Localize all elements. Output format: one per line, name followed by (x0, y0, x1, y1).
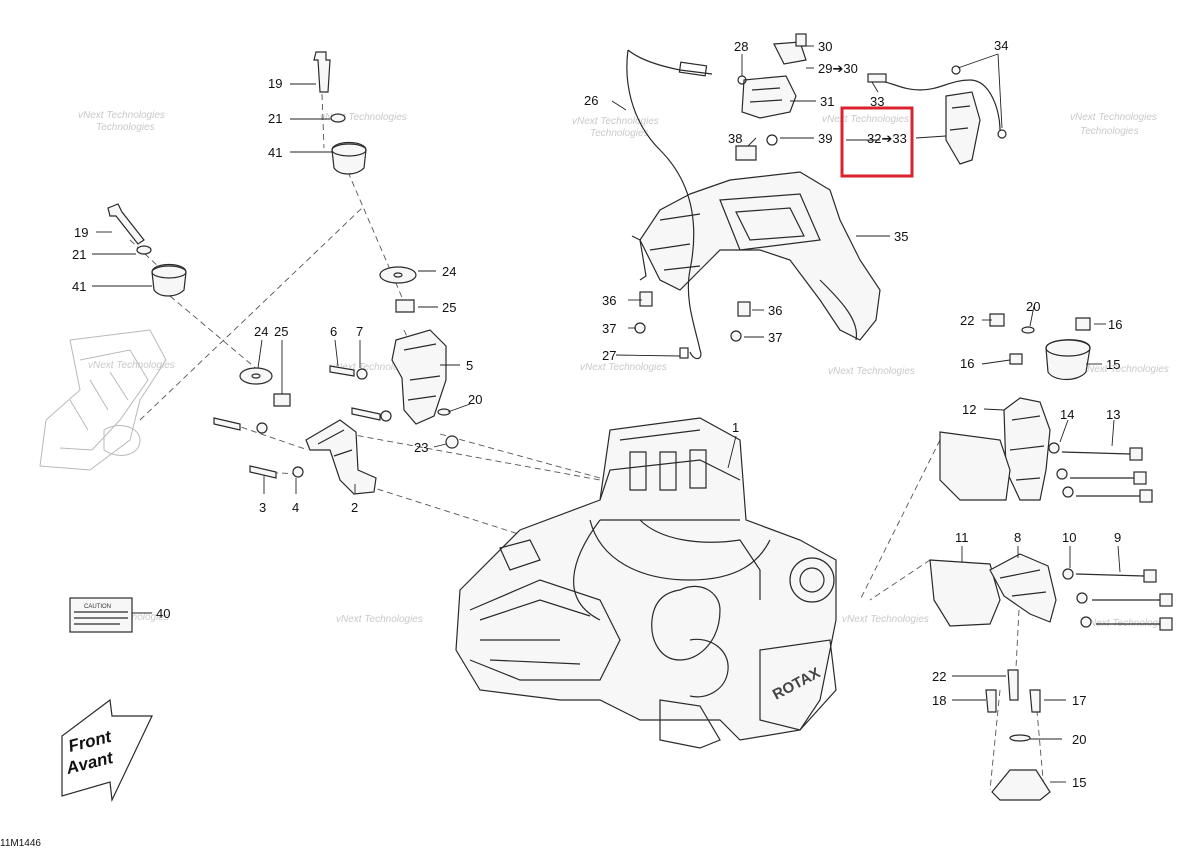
callout-1[interactable]: 1 (732, 420, 739, 435)
callout-26[interactable]: 26 (584, 93, 598, 108)
figure-id: 11M1446 (0, 838, 41, 848)
callout-28[interactable]: 28 (734, 39, 748, 54)
cable-26 (626, 49, 702, 360)
callout-40[interactable]: 40 (156, 606, 170, 621)
callout-30[interactable]: 30 (818, 39, 832, 54)
watermark: vNext Technologies (842, 614, 929, 625)
callout-9[interactable]: 9 (1114, 530, 1121, 545)
callout-36[interactable]: 36 (768, 303, 782, 318)
callout-24[interactable]: 24 (254, 324, 268, 339)
lower-mount-15 (985, 669, 1051, 801)
watermark: vNext Technologies (88, 360, 175, 371)
callout-8[interactable]: 8 (1014, 530, 1021, 545)
leader-lines (92, 45, 1121, 783)
bracket-12 (1003, 397, 1051, 501)
callout-12[interactable]: 12 (962, 402, 976, 417)
callout-4[interactable]: 4 (292, 500, 299, 515)
callout-29[interactable]: 29➔30 (818, 61, 858, 76)
sensor-32-33 (867, 65, 1007, 165)
callout-16[interactable]: 16 (960, 356, 974, 371)
callout-17[interactable]: 17 (1072, 693, 1086, 708)
watermark: Technologies (590, 128, 649, 139)
callout-15[interactable]: 15 (1106, 357, 1120, 372)
callout-32-33[interactable]: 32➔33 (867, 131, 907, 146)
watermark: vNext Technologies (572, 116, 659, 127)
callout-22[interactable]: 22 (932, 669, 946, 684)
callout-33[interactable]: 33 (870, 94, 884, 109)
callout-20[interactable]: 20 (1026, 299, 1040, 314)
bracket-35 (631, 171, 881, 341)
watermark: vNext Technologies (330, 362, 417, 373)
callout-25[interactable]: 25 (274, 324, 288, 339)
callout-35[interactable]: 35 (894, 229, 908, 244)
highlight-box (840, 106, 914, 178)
engine-assembly: ROTAX (455, 417, 837, 749)
callout-2[interactable]: 2 (351, 500, 358, 515)
watermark: vNext Technologies (320, 112, 407, 123)
callout-6[interactable]: 6 (330, 324, 337, 339)
caution-label-40: CAUTION (69, 597, 133, 633)
callout-7[interactable]: 7 (356, 324, 363, 339)
bracket-8 (989, 553, 1057, 623)
callout-36[interactable]: 36 (602, 293, 616, 308)
washers-24-25 (239, 266, 417, 407)
mount-right-15 (989, 313, 1091, 381)
watermark: vNext Technologies (1070, 112, 1157, 123)
callout-11[interactable]: 11 (955, 530, 969, 545)
callout-22[interactable]: 22 (960, 313, 974, 328)
callout-24[interactable]: 24 (442, 264, 456, 279)
callout-19[interactable]: 19 (74, 225, 88, 240)
callout-13[interactable]: 13 (1106, 407, 1120, 422)
callout-19[interactable]: 19 (268, 76, 282, 91)
clips-36-37 (634, 291, 751, 342)
plate-11 (929, 431, 1011, 627)
watermark: vNext Technologies (336, 614, 423, 625)
callout-31[interactable]: 31 (820, 94, 834, 109)
callout-38[interactable]: 38 (728, 131, 742, 146)
callout-23[interactable]: 23 (414, 440, 428, 455)
watermark: Technologies (1080, 126, 1139, 137)
front-arrow: Front Avant (61, 698, 153, 803)
callout-15[interactable]: 15 (1072, 775, 1086, 790)
callout-34[interactable]: 34 (994, 38, 1008, 53)
watermark: vNext Technologies (1082, 364, 1169, 375)
callout-37[interactable]: 37 (602, 321, 616, 336)
callout-18[interactable]: 18 (932, 693, 946, 708)
callout-21[interactable]: 21 (72, 247, 86, 262)
bolts-9-13 (1048, 442, 1173, 631)
callout-25[interactable]: 25 (442, 300, 456, 315)
callout-37[interactable]: 37 (768, 330, 782, 345)
watermark: Technologies (96, 122, 155, 133)
assembly-lines (129, 93, 1045, 791)
watermark: vNext Technologies (78, 110, 165, 121)
watermark: vNext Technologies (822, 114, 909, 125)
callout-41[interactable]: 41 (72, 279, 86, 294)
callout-20[interactable]: 20 (1072, 732, 1086, 747)
callout-39[interactable]: 39 (818, 131, 832, 146)
callouts: 19 21 41 19 21 41 24 25 24 25 6 7 5 20 2… (72, 38, 1122, 790)
mount-upper-41 (313, 51, 367, 175)
callout-16[interactable]: 16 (1108, 317, 1122, 332)
mount-left-41 (107, 203, 187, 297)
callout-14[interactable]: 14 (1060, 407, 1074, 422)
callout-41[interactable]: 41 (268, 145, 282, 160)
sensor-bracket-31 (735, 33, 807, 161)
caution-label-text: CAUTION (84, 604, 111, 610)
callout-21[interactable]: 21 (268, 111, 282, 126)
callout-27[interactable]: 27 (602, 348, 616, 363)
watermark: vNext Technologies (580, 362, 667, 373)
bracket-5 (329, 329, 459, 449)
frame-outline-ghost (39, 329, 167, 471)
callout-3[interactable]: 3 (259, 500, 266, 515)
callout-5[interactable]: 5 (466, 358, 473, 373)
callout-20[interactable]: 20 (468, 392, 482, 407)
callout-10[interactable]: 10 (1062, 530, 1076, 545)
bracket-2 (213, 417, 377, 495)
watermark: vNext Technologies (828, 366, 915, 377)
